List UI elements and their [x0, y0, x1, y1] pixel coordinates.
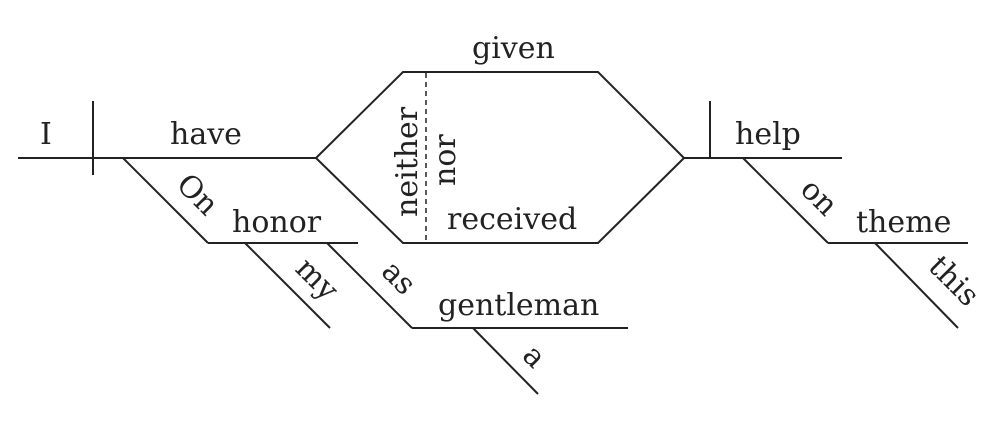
word-have: have	[170, 117, 242, 152]
this-modifier-slant	[874, 242, 959, 329]
word-a: a	[515, 338, 552, 375]
word-my: my	[288, 251, 345, 308]
word-given: given	[472, 31, 555, 66]
word-help: help	[735, 117, 801, 152]
compound-verb-lower-branch	[315, 157, 685, 244]
prep-on-slant	[122, 157, 209, 244]
word-nor: nor	[428, 134, 463, 186]
word-neither: neither	[390, 106, 425, 217]
prep-as-slant	[326, 242, 413, 329]
word-as: as	[374, 254, 422, 302]
prep-on-2-slant	[742, 157, 829, 244]
word-on-1: On	[169, 167, 225, 223]
compound-verb-upper-branch	[315, 71, 685, 159]
word-theme: theme	[856, 205, 951, 240]
a-modifier-slant	[472, 327, 539, 395]
word-this: this	[921, 249, 986, 314]
word-honor: honor	[232, 205, 322, 240]
word-received: received	[447, 202, 577, 237]
my-modifier-slant	[244, 242, 331, 329]
word-i: I	[40, 117, 52, 152]
word-gentleman: gentleman	[438, 288, 599, 323]
